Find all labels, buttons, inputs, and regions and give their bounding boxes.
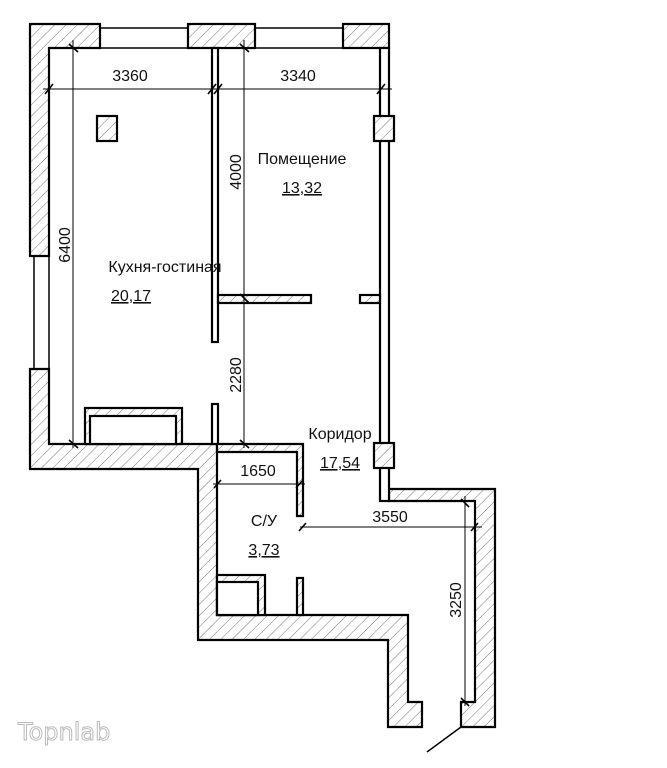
kitchen-counter-top	[88, 414, 178, 446]
dimension-kitchen-width: 3360	[112, 68, 148, 85]
window-top-right	[254, 27, 344, 49]
column	[372, 441, 396, 470]
partition-room-corridor-stub	[358, 293, 382, 305]
bathtub-inner	[215, 580, 260, 617]
window-left	[33, 255, 50, 370]
dimension-bathroom-width: 1650	[240, 463, 276, 480]
wall-top-middle	[186, 22, 257, 50]
wall-top-left	[28, 22, 102, 258]
room-area-bathroom: 3,73	[248, 542, 279, 559]
room-area-room: 13,32	[282, 180, 322, 197]
partition-bathroom-stub	[295, 576, 305, 617]
dimension-room-length: 4000	[228, 154, 245, 190]
window-top-left	[99, 27, 189, 49]
room-name-corridor: Коридор	[308, 426, 371, 443]
dimension-corridor-width: 3550	[372, 509, 408, 526]
partition-bathroom	[215, 442, 305, 518]
dimension-lines	[43, 40, 482, 707]
partition-kitchen-room	[210, 46, 220, 344]
ventilation-shaft	[95, 114, 119, 143]
room-name-bathroom: С/У	[251, 513, 278, 530]
room-area-corridor: 17,54	[320, 455, 360, 472]
watermark: Topnlab	[17, 718, 110, 746]
wall-top-right	[341, 22, 391, 50]
partition-room-corridor	[216, 293, 313, 305]
room-area-kitchen: 20,17	[111, 288, 151, 305]
wall-right-bottom	[387, 487, 497, 729]
dimension-kitchen-length: 6400	[57, 227, 74, 263]
dimension-room-width: 3340	[280, 68, 316, 85]
room-name-kitchen: Кухня-гостиная	[108, 259, 221, 276]
dimension-corridor-segment: 2280	[228, 357, 245, 393]
room-name-room: Помещение	[258, 151, 347, 168]
wall-right-thin	[378, 46, 391, 503]
partition-kitchen-stub	[210, 402, 220, 446]
door-swing	[426, 726, 462, 753]
column	[372, 114, 396, 143]
dimension-corridor-length: 3250	[448, 582, 465, 618]
